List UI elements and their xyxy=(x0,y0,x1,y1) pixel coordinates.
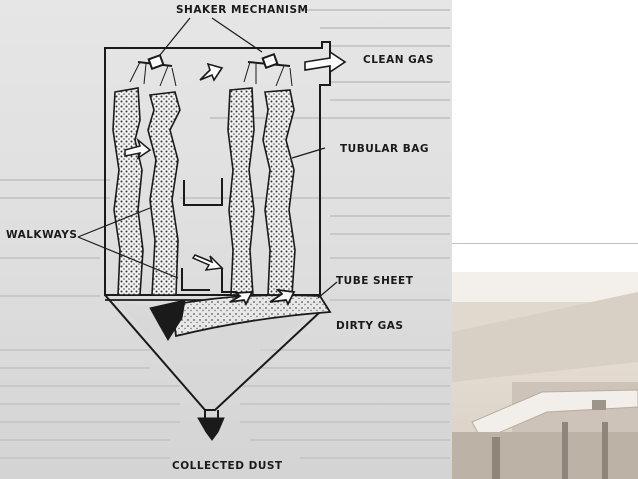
label-dirty-gas: DIRTY GAS xyxy=(336,319,404,333)
tubular-bag-2 xyxy=(147,91,181,296)
baghouse-diagram xyxy=(0,9,450,459)
divider-line xyxy=(452,243,638,244)
label-walkways: WALKWAYS xyxy=(6,228,78,242)
building-photo-art xyxy=(452,272,638,479)
dirty-gas-inlet xyxy=(170,288,332,338)
label-tubular-bag: TUBULAR BAG xyxy=(340,142,430,156)
walkway-brackets xyxy=(181,178,236,293)
building-photo xyxy=(452,272,638,479)
shaker-left xyxy=(129,53,177,87)
dust-arrows xyxy=(149,299,225,441)
flow-arrows xyxy=(124,137,224,271)
label-shaker-mechanism: SHAKER MECHANISM xyxy=(176,3,309,17)
shaker-right xyxy=(243,52,293,87)
bag-group xyxy=(112,87,296,296)
scanned-page: SHAKER MECHANISM CLEAN GAS TUBULAR BAG W… xyxy=(0,0,452,479)
label-clean-gas: CLEAN GAS xyxy=(363,53,434,67)
leader-lines xyxy=(77,17,338,299)
tubular-bag-1 xyxy=(112,87,144,296)
label-collected-dust: COLLECTED DUST xyxy=(172,459,283,473)
tubular-bag-4 xyxy=(262,89,296,296)
tubular-bag-3 xyxy=(227,87,255,296)
clean-gas-arrows xyxy=(199,50,347,82)
label-tube-sheet: TUBE SHEET xyxy=(336,274,414,288)
